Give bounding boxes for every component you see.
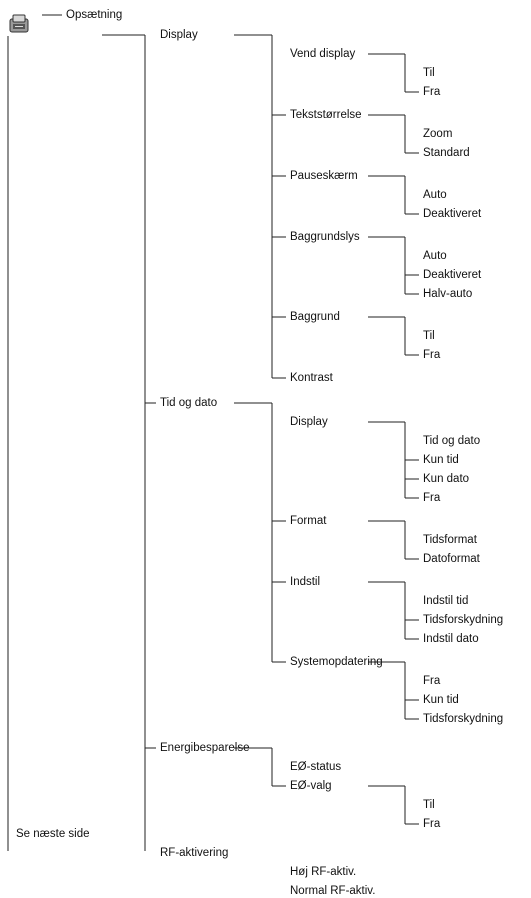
option-item[interactable]: Datoformat (423, 553, 480, 565)
option-item[interactable]: Zoom (423, 128, 453, 140)
menu-item[interactable]: Tid og dato (160, 397, 218, 409)
option-item[interactable]: Halv-auto (423, 288, 473, 300)
option-item[interactable]: Tidsforskydning (423, 614, 504, 626)
menu-item[interactable]: Energibesparelse (160, 742, 250, 754)
submenu-item[interactable]: Tekststørrelse (290, 109, 362, 121)
option-item[interactable]: Kun dato (423, 473, 470, 485)
option-item[interactable]: Deaktiveret (423, 269, 482, 281)
submenu-item[interactable]: Format (290, 515, 327, 527)
option-item[interactable]: Fra (423, 818, 441, 830)
submenu-item[interactable]: EØ-status (290, 761, 342, 773)
option-item[interactable]: Indstil tid (423, 595, 469, 607)
option-item[interactable]: Til (423, 330, 435, 342)
next-page-note: Se næste side (16, 828, 90, 840)
option-item[interactable]: Kun tid (423, 694, 459, 706)
submenu-item[interactable]: Display (290, 416, 328, 428)
option-item[interactable]: Kun tid (423, 454, 459, 466)
option-item[interactable]: Fra (423, 675, 441, 687)
submenu-item[interactable]: Baggrundslys (290, 231, 360, 243)
option-item[interactable]: Til (423, 67, 435, 79)
tree-connector-lines (7, 14, 419, 851)
submenu-item[interactable]: Baggrund (290, 311, 340, 323)
option-item[interactable]: Til (423, 799, 435, 811)
menu-item[interactable]: RF-aktivering (160, 847, 229, 859)
submenu-item[interactable]: Kontrast (290, 372, 333, 384)
option-item[interactable]: Auto (423, 189, 447, 201)
submenu-item[interactable]: Høj RF-aktiv. (290, 866, 357, 878)
option-item[interactable]: Fra (423, 349, 441, 361)
option-item[interactable]: Standard (423, 147, 470, 159)
submenu-item[interactable]: Indstil (290, 576, 321, 588)
option-item[interactable]: Auto (423, 250, 447, 262)
option-item[interactable]: Deaktiveret (423, 208, 482, 220)
submenu-item[interactable]: Pauseskærm (290, 170, 358, 182)
option-item[interactable]: Indstil dato (423, 633, 479, 645)
option-item[interactable]: Tid og dato (423, 435, 481, 447)
option-item[interactable]: Fra (423, 86, 441, 98)
option-item[interactable]: Tidsforskydning (423, 713, 504, 725)
settings-menu-icon (8, 14, 30, 39)
submenu-item[interactable]: Vend display (290, 48, 356, 60)
option-item[interactable]: Tidsformat (423, 534, 477, 546)
submenu-item[interactable]: EØ-valg (290, 780, 332, 792)
menu-item[interactable]: Display (160, 29, 198, 41)
root-menu-title[interactable]: Opsætning (66, 9, 123, 21)
option-item[interactable]: Fra (423, 492, 441, 504)
submenu-item[interactable]: Systemopdatering (290, 656, 383, 668)
submenu-item[interactable]: Normal RF-aktiv. (290, 885, 376, 897)
